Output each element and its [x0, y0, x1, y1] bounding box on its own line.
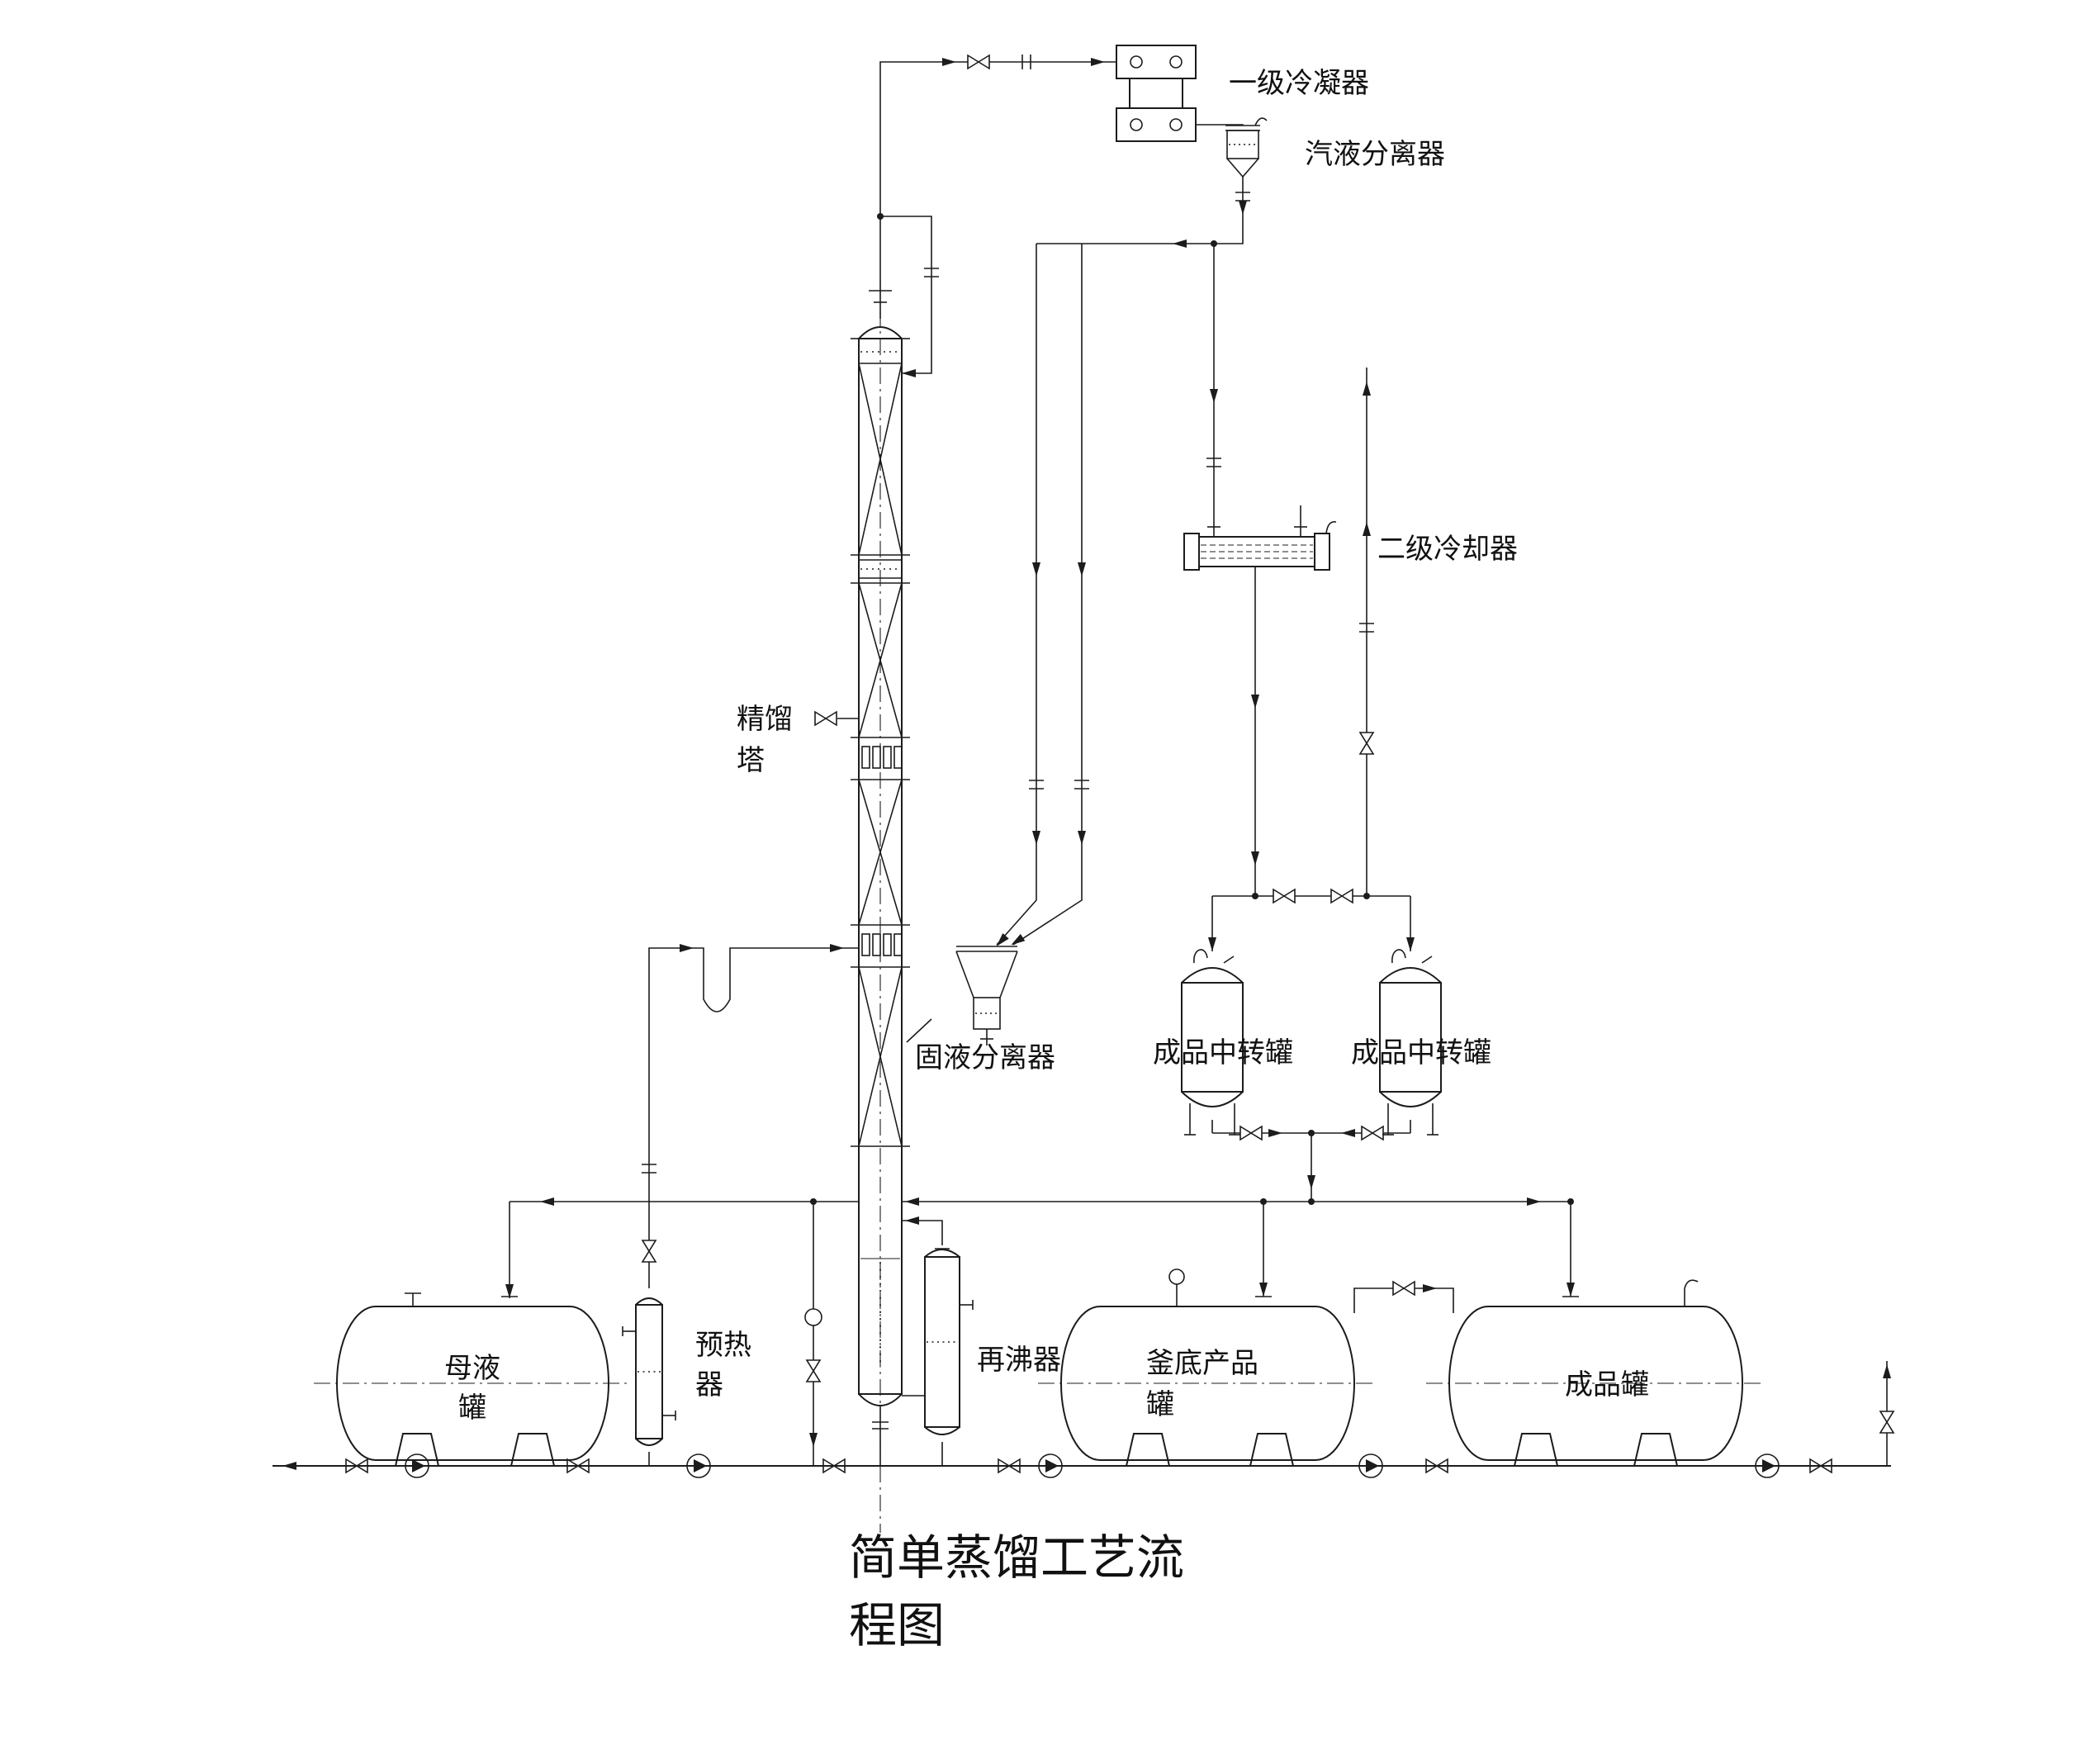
flow-arrow-icon [1268, 1129, 1282, 1137]
valve-icon [1330, 889, 1353, 903]
liquid-distributor [861, 746, 903, 956]
flow-arrow-icon [1883, 1364, 1891, 1378]
flow-arrow-icon [1210, 389, 1218, 403]
flow-arrows [282, 58, 1891, 1470]
flow-arrow-icon [809, 1433, 818, 1447]
flow-arrow-icon [1363, 522, 1371, 536]
product-tank-label: 成品罐 [1565, 1369, 1649, 1401]
saddle-support [1249, 1433, 1295, 1467]
product-transfer-tank-right [1379, 949, 1442, 1136]
flow-arrow-icon [1239, 201, 1247, 215]
flow-arrow-icon [830, 944, 844, 952]
product-transfer-tank-left-label: 成品中转罐 [1153, 1037, 1293, 1069]
vent-hook-icon [1254, 117, 1268, 126]
valve-symbols [345, 54, 1894, 1478]
flow-arrow-icon [1251, 851, 1259, 865]
packing-sections [858, 363, 903, 1147]
column-shell [858, 338, 903, 1395]
flow-arrow-icon [1208, 937, 1216, 951]
mother-liquor-tank-label-line2: 罐 [458, 1392, 486, 1424]
valve-icon [1392, 1281, 1415, 1296]
flow-arrow-icon [905, 1216, 919, 1225]
valve-icon [1361, 1126, 1384, 1140]
saddle-support [1513, 1433, 1559, 1467]
flow-arrow-icon [1032, 831, 1040, 845]
title-line1: 简单蒸馏工艺流 [849, 1531, 1184, 1585]
flow-arrow-icon [540, 1197, 554, 1206]
bottoms-product-tank-label-line1: 釜底产品 [1146, 1348, 1258, 1379]
flow-arrow-icon [1173, 239, 1187, 248]
vent-hook-icon [1193, 949, 1208, 964]
bottoms-product-tank-label-line2: 罐 [1146, 1389, 1174, 1420]
bottoms-product-tank [1038, 1268, 1377, 1467]
preheater [622, 1297, 676, 1466]
solid-liquid-separator-label: 固液分离器 [915, 1042, 1055, 1074]
equipment-labels: 一级冷凝器 汽液分离器 二级冷却器 精馏 塔 固液分离器 成品中转罐 成品中转罐… [444, 68, 1649, 1424]
valve-icon [967, 55, 990, 69]
title-line2: 程图 [849, 1599, 945, 1653]
flow-arrow-icon [905, 1197, 919, 1206]
saddle-support [1125, 1433, 1171, 1467]
condenser-stage1 [1116, 45, 1197, 142]
flow-arrow-icon [1363, 382, 1371, 396]
flow-arrow-icon [1567, 1283, 1575, 1297]
diagram-title: 简单蒸馏工艺流 程图 [849, 1531, 1184, 1653]
mother-liquor-tank-label-line1: 母液 [444, 1353, 500, 1384]
valve-icon [806, 1359, 821, 1382]
flow-arrow-icon [1527, 1197, 1541, 1206]
cooler-stage2 [1183, 505, 1337, 578]
distillation-column-label-line2: 塔 [737, 746, 765, 776]
vent-hook-icon [1684, 1279, 1699, 1289]
saddle-support [1633, 1433, 1679, 1467]
valve-icon [642, 1240, 656, 1263]
valve-icon [1879, 1411, 1894, 1434]
preheater-label-line2: 器 [695, 1370, 723, 1401]
flow-arrow-icon [1078, 831, 1086, 845]
flow-arrow-icon [1091, 58, 1105, 66]
flow-arrow-icon [1307, 1175, 1315, 1189]
distillation-column-label-line1: 精馏 [737, 704, 793, 735]
valve-icon [1359, 732, 1374, 755]
flow-arrow-icon [1078, 562, 1086, 576]
product-transfer-tank-right-label: 成品中转罐 [1351, 1037, 1491, 1069]
vent-hook-icon [1391, 949, 1406, 964]
vapor-liquid-separator [1225, 117, 1268, 178]
valve-icon [814, 711, 837, 726]
pressure-gauge-icon [1168, 1268, 1185, 1285]
flow-arrow-icon [1341, 1129, 1355, 1137]
flow-arrow-icon [1259, 1283, 1268, 1297]
vapor-liquid-separator-label: 汽液分离器 [1305, 139, 1445, 170]
preheater-label-line1: 预热 [695, 1330, 751, 1361]
flow-arrow-icon [902, 369, 916, 377]
flow-arrow-icon [1032, 562, 1040, 576]
product-transfer-tank-left [1181, 949, 1244, 1136]
valve-icon [1273, 889, 1296, 903]
flow-arrow-icon [942, 58, 956, 66]
mother-liquor-tank [314, 1292, 632, 1467]
flow-arrow-icon [680, 944, 694, 952]
instrument-icon [804, 1308, 822, 1326]
reboiler-label: 再沸器 [977, 1344, 1061, 1376]
saddle-support [510, 1433, 556, 1467]
solid-liquid-separator [955, 946, 1018, 1046]
valve-icon [1239, 1126, 1263, 1140]
piping-network [509, 61, 1888, 1466]
reboiler [902, 1248, 974, 1466]
vent-hook-icon [1325, 520, 1337, 534]
distillation-column [851, 281, 910, 1533]
flow-arrow-icon [1406, 937, 1415, 951]
condenser-stage1-label: 一级冷凝器 [1229, 68, 1369, 99]
flow-arrow-icon [1423, 1284, 1437, 1292]
flow-arrow-icon [1251, 695, 1259, 709]
column-flanges [851, 338, 910, 1147]
cooler-stage2-label: 二级冷却器 [1377, 533, 1518, 565]
